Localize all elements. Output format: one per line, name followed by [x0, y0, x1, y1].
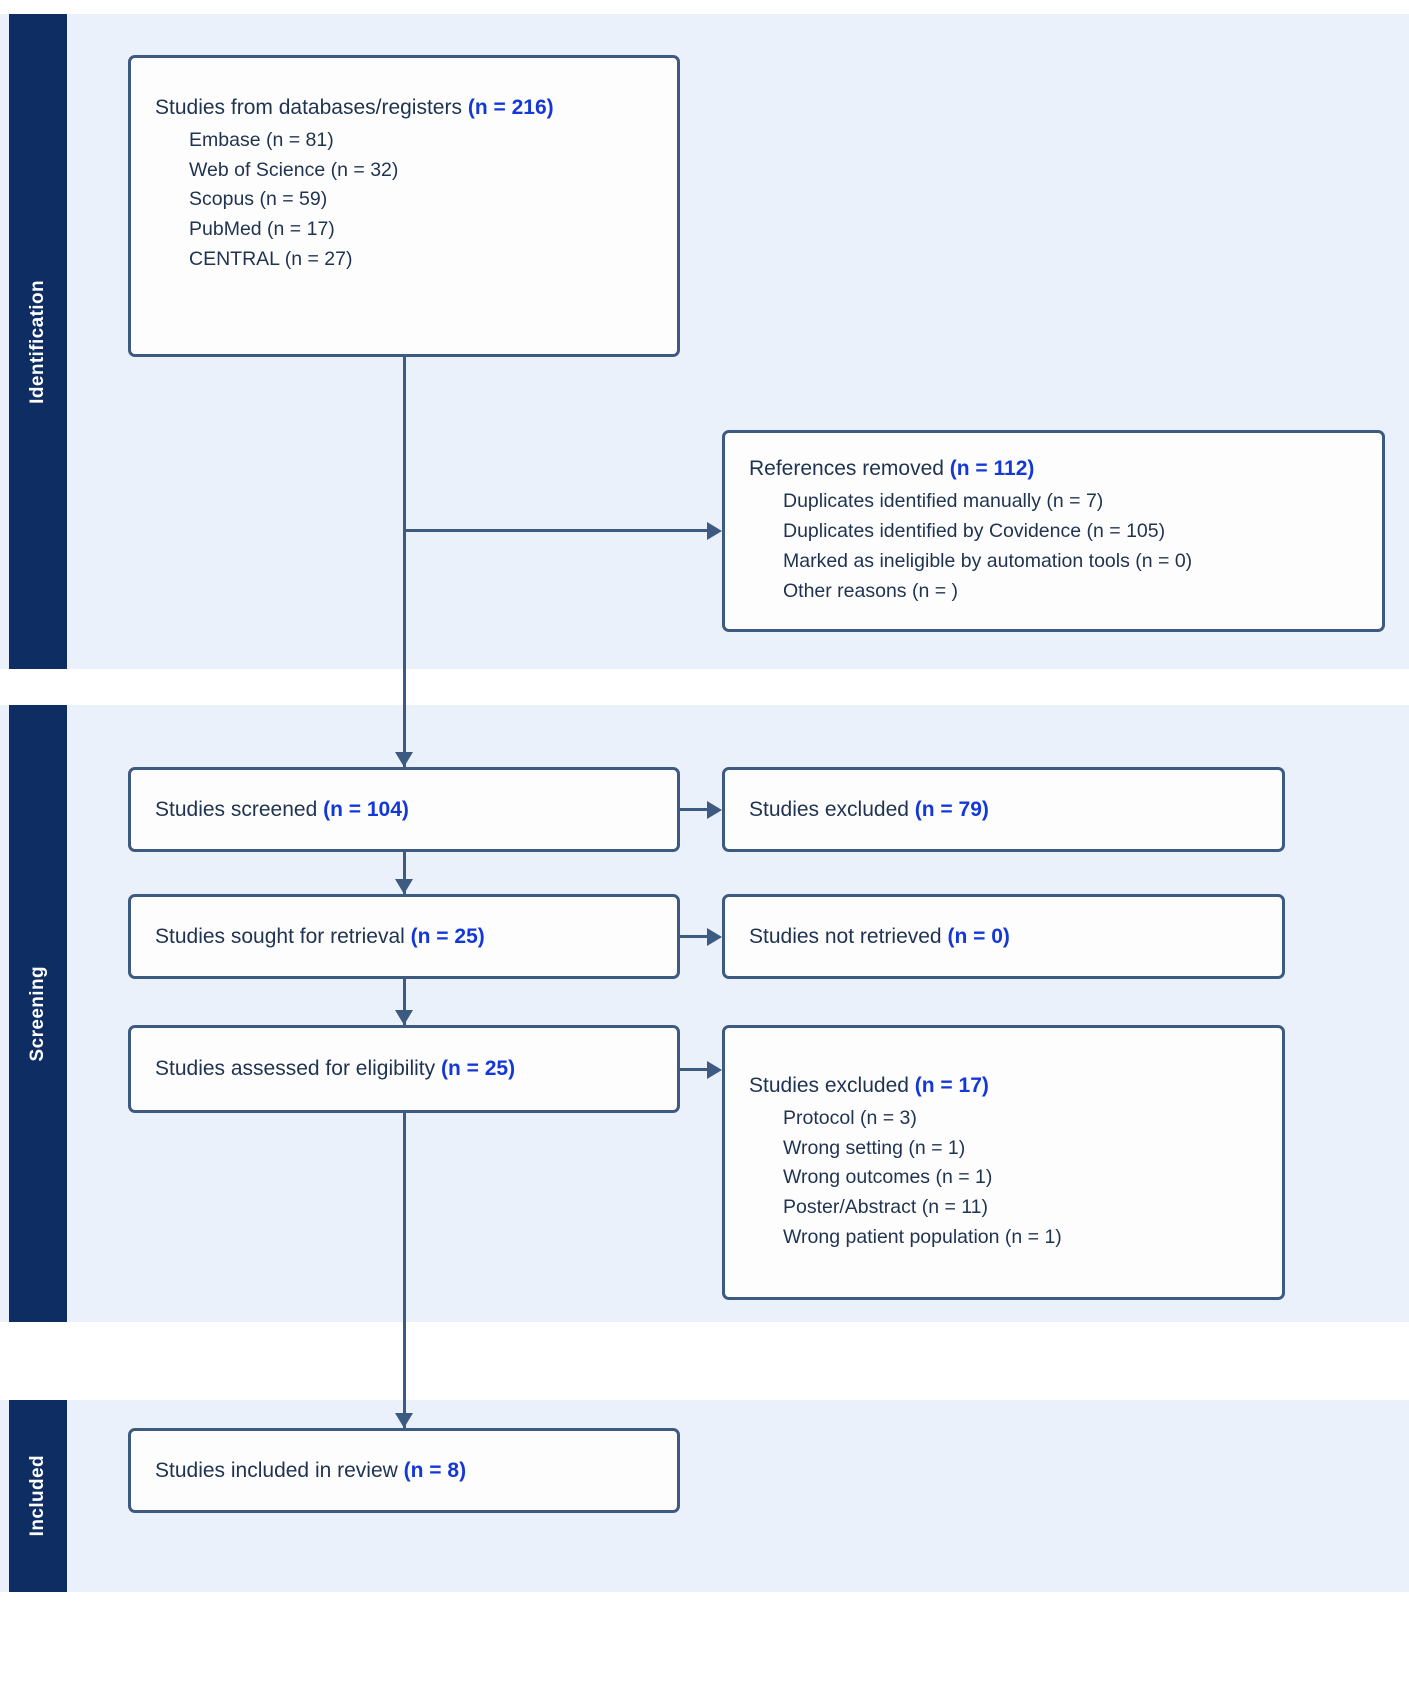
stage-tab-screening: Screening: [9, 705, 67, 1322]
arrowhead-down-sought: [395, 879, 413, 894]
box-sought-headline: Studies sought for retrieval (n = 25): [155, 923, 653, 951]
connector-sought-to-assessed: [403, 979, 406, 1025]
box-assessed-headline: Studies assessed for eligibility (n = 25…: [155, 1055, 653, 1083]
arrowhead-right-references-removed: [707, 522, 722, 540]
box-screened-label: Studies screened: [155, 797, 324, 821]
list-item: Wrong patient population (n = 1): [783, 1226, 1062, 1249]
box-included-headline: Studies included in review (n = 8): [155, 1457, 653, 1485]
box-notretrieved-label: Studies not retrieved: [749, 924, 948, 948]
box-sought-count: (n = 25): [410, 924, 485, 948]
box-studies-screened: Studies screened (n = 104): [128, 767, 680, 852]
box-notretrieved-headline: Studies not retrieved (n = 0): [749, 923, 1258, 951]
stage-label-screening: Screening: [27, 965, 48, 1062]
box-studies-included-in-review: Studies included in review (n = 8): [128, 1428, 680, 1513]
list-item: Protocol (n = 3): [783, 1106, 917, 1129]
box-assessed-label: Studies assessed for eligibility: [155, 1057, 441, 1081]
connector-databases-to-screened: [403, 357, 406, 767]
connector-to-references-removed: [405, 529, 707, 532]
stage-tab-identification: Identification: [9, 14, 67, 669]
list-item: Embase (n = 81): [189, 128, 334, 151]
box-databases-headline: Studies from databases/registers (n = 21…: [155, 94, 653, 122]
box-excluded79-label: Studies excluded: [749, 797, 915, 821]
box-removed-label: References removed: [749, 457, 950, 481]
box-notretrieved-count: (n = 0): [947, 924, 1010, 948]
stage-label-identification: Identification: [27, 279, 48, 404]
connector-screened-to-excluded: [680, 808, 707, 811]
stage-label-included: Included: [27, 1455, 48, 1537]
box-databases-label: Studies from databases/registers: [155, 96, 468, 119]
box-screened-headline: Studies screened (n = 104): [155, 796, 653, 824]
box-excluded17-count: (n = 17): [914, 1074, 989, 1098]
box-removed-count: (n = 112): [949, 457, 1035, 481]
list-item: Duplicates identified manually (n = 7): [783, 490, 1104, 513]
arrowhead-down-assessed: [395, 1010, 413, 1025]
box-studies-sought-for-retrieval: Studies sought for retrieval (n = 25): [128, 894, 680, 979]
box-databases-list: Embase (n = 81) Web of Science (n = 32) …: [155, 126, 653, 275]
box-databases-registers: Studies from databases/registers (n = 21…: [128, 55, 680, 357]
connector-screened-to-sought: [403, 852, 406, 894]
list-item: Wrong outcomes (n = 1): [783, 1166, 993, 1189]
arrowhead-down-screened: [395, 752, 413, 767]
list-item: Poster/Abstract (n = 11): [783, 1196, 989, 1219]
box-removed-list: Duplicates identified manually (n = 7) D…: [749, 487, 1358, 606]
box-excluded17-list: Protocol (n = 3) Wrong setting (n = 1) W…: [749, 1104, 1258, 1253]
arrowhead-right-excluded17: [707, 1061, 722, 1079]
box-excluded17-label: Studies excluded: [749, 1074, 915, 1098]
box-included-count: (n = 8): [403, 1458, 467, 1482]
arrowhead-right-excluded79: [707, 801, 722, 819]
list-item: Other reasons (n = ): [783, 579, 959, 602]
box-studies-excluded-eligibility: Studies excluded (n = 17) Protocol (n = …: [722, 1025, 1285, 1300]
box-references-removed: References removed (n = 112) Duplicates …: [722, 430, 1385, 632]
connector-assessed-to-excluded17: [680, 1068, 707, 1071]
list-item: Wrong setting (n = 1): [783, 1136, 966, 1159]
arrowhead-down-included: [395, 1413, 413, 1428]
list-item: Scopus (n = 59): [189, 188, 328, 211]
box-databases-count: (n = 216): [467, 96, 554, 119]
box-studies-not-retrieved: Studies not retrieved (n = 0): [722, 894, 1285, 979]
stage-tab-included: Included: [9, 1400, 67, 1592]
list-item: Web of Science (n = 32): [189, 158, 399, 181]
list-item: Marked as ineligible by automation tools…: [783, 549, 1193, 572]
list-item: PubMed (n = 17): [189, 218, 335, 241]
box-excluded17-headline: Studies excluded (n = 17): [749, 1072, 1258, 1100]
list-item: Duplicates identified by Covidence (n = …: [783, 520, 1166, 543]
box-excluded79-count: (n = 79): [914, 797, 989, 821]
box-sought-label: Studies sought for retrieval: [155, 924, 411, 948]
box-studies-assessed-for-eligibility: Studies assessed for eligibility (n = 25…: [128, 1025, 680, 1113]
connector-sought-to-not-retrieved: [680, 935, 707, 938]
arrowhead-right-not-retrieved: [707, 928, 722, 946]
connector-assessed-to-included: [403, 1113, 406, 1428]
box-excluded79-headline: Studies excluded (n = 79): [749, 796, 1258, 824]
box-assessed-count: (n = 25): [440, 1057, 516, 1081]
box-removed-headline: References removed (n = 112): [749, 455, 1358, 483]
box-included-label: Studies included in review: [155, 1458, 404, 1482]
box-screened-count: (n = 104): [323, 797, 409, 821]
list-item: CENTRAL (n = 27): [189, 248, 353, 271]
box-studies-excluded-screening: Studies excluded (n = 79): [722, 767, 1285, 852]
